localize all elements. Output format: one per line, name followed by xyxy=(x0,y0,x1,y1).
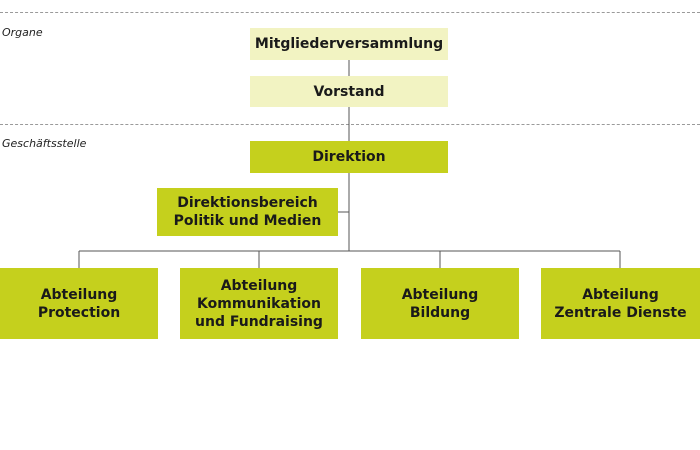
box-abteilung-bildung: Abteilung Bildung xyxy=(361,268,519,339)
box-abteilung-kommunikation: Abteilung Kommunikation und Fundraising xyxy=(180,268,338,339)
box-abteilung-protection: Abteilung Protection xyxy=(0,268,158,339)
box-zentrale-dienste-line2: Zentrale Dienste xyxy=(554,304,687,321)
box-protection-line1: Abteilung xyxy=(40,286,118,303)
box-vorstand: Vorstand xyxy=(250,76,448,107)
box-direktion: Direktion xyxy=(250,141,448,173)
box-kommunikation-line1: Abteilung xyxy=(220,277,298,294)
box-abteilung-zentrale-dienste: Abteilung Zentrale Dienste xyxy=(541,268,700,339)
box-direktion-label: Direktion xyxy=(312,149,386,165)
box-protection-line2: Protection xyxy=(37,304,121,321)
box-kommunikation-line3: und Fundraising xyxy=(195,313,323,330)
box-direktionsbereich-line1: Direktionsbereich xyxy=(177,195,318,211)
box-kommunikation-line2: Kommunikation xyxy=(197,295,321,312)
top-divider xyxy=(0,12,700,13)
box-mitgliederversammlung-label: Mitgliederversammlung xyxy=(254,36,444,52)
box-bildung-line2: Bildung xyxy=(409,304,471,321)
box-direktionsbereich: Direktionsbereich Politik und Medien xyxy=(157,188,338,236)
box-bildung-line1: Abteilung xyxy=(401,286,479,303)
section-label-organe: Organe xyxy=(2,26,43,39)
box-vorstand-label: Vorstand xyxy=(313,83,385,100)
section-divider xyxy=(0,124,700,125)
section-label-geschaeftsstelle: Geschäftsstelle xyxy=(2,137,87,150)
box-direktionsbereich-line2: Politik und Medien xyxy=(173,213,322,229)
box-zentrale-dienste-line1: Abteilung xyxy=(582,286,659,303)
box-mitgliederversammlung: Mitgliederversammlung xyxy=(250,28,448,60)
